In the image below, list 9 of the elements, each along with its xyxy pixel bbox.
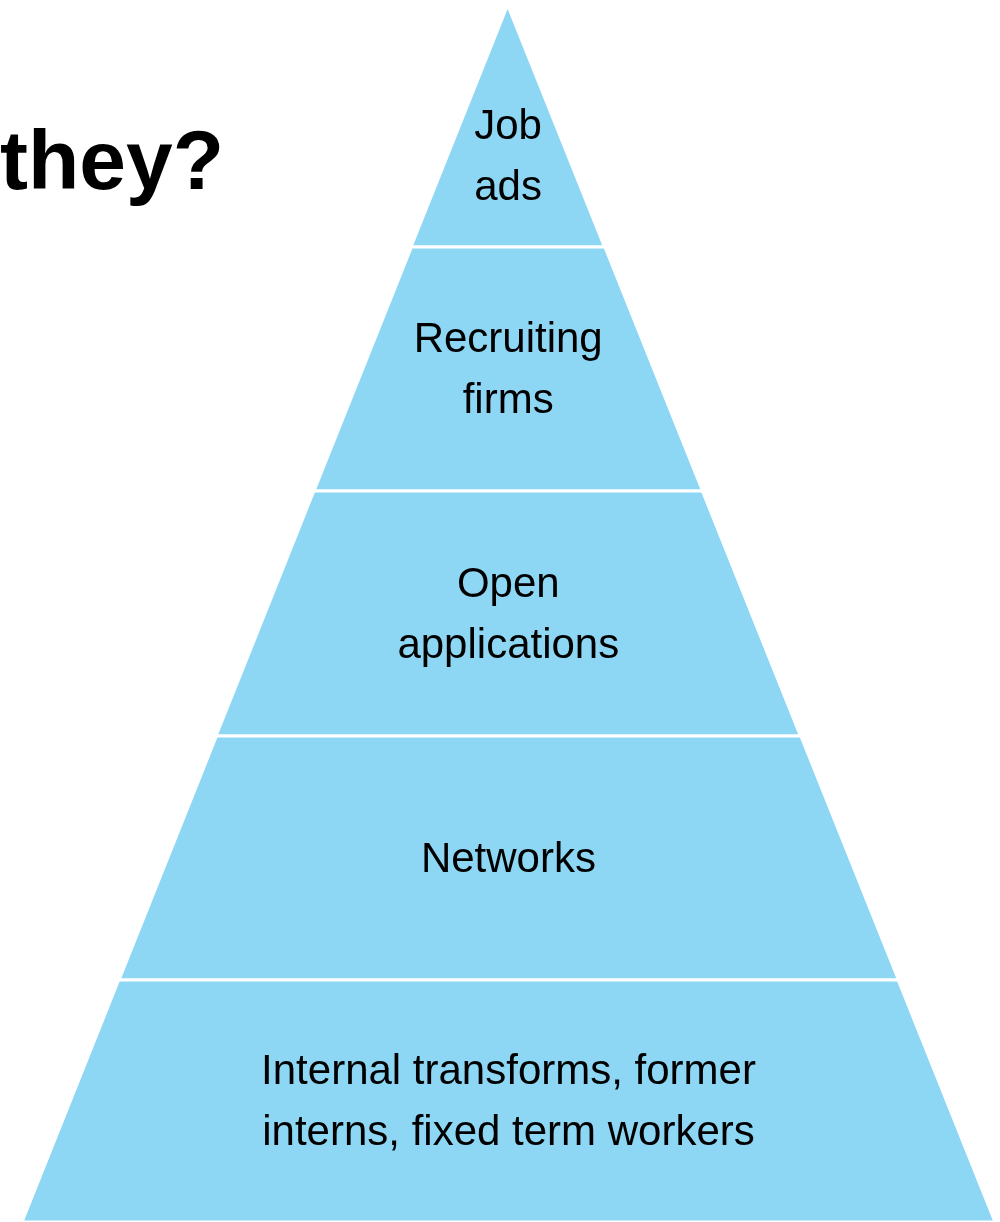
- tier-label: Networks: [420, 832, 596, 883]
- pyramid-tier: [118, 736, 899, 980]
- pyramid-tier: [22, 980, 995, 1222]
- pyramid-tier: [216, 491, 801, 736]
- pyramid-tier: [313, 247, 703, 491]
- tier-label: Internal transforms, former interns, fixed term workers: [260, 1045, 757, 1156]
- tier-label: Open applications: [396, 557, 621, 669]
- tier-label: Job ads: [473, 100, 543, 211]
- tier-label: Recruiting firms: [412, 313, 604, 424]
